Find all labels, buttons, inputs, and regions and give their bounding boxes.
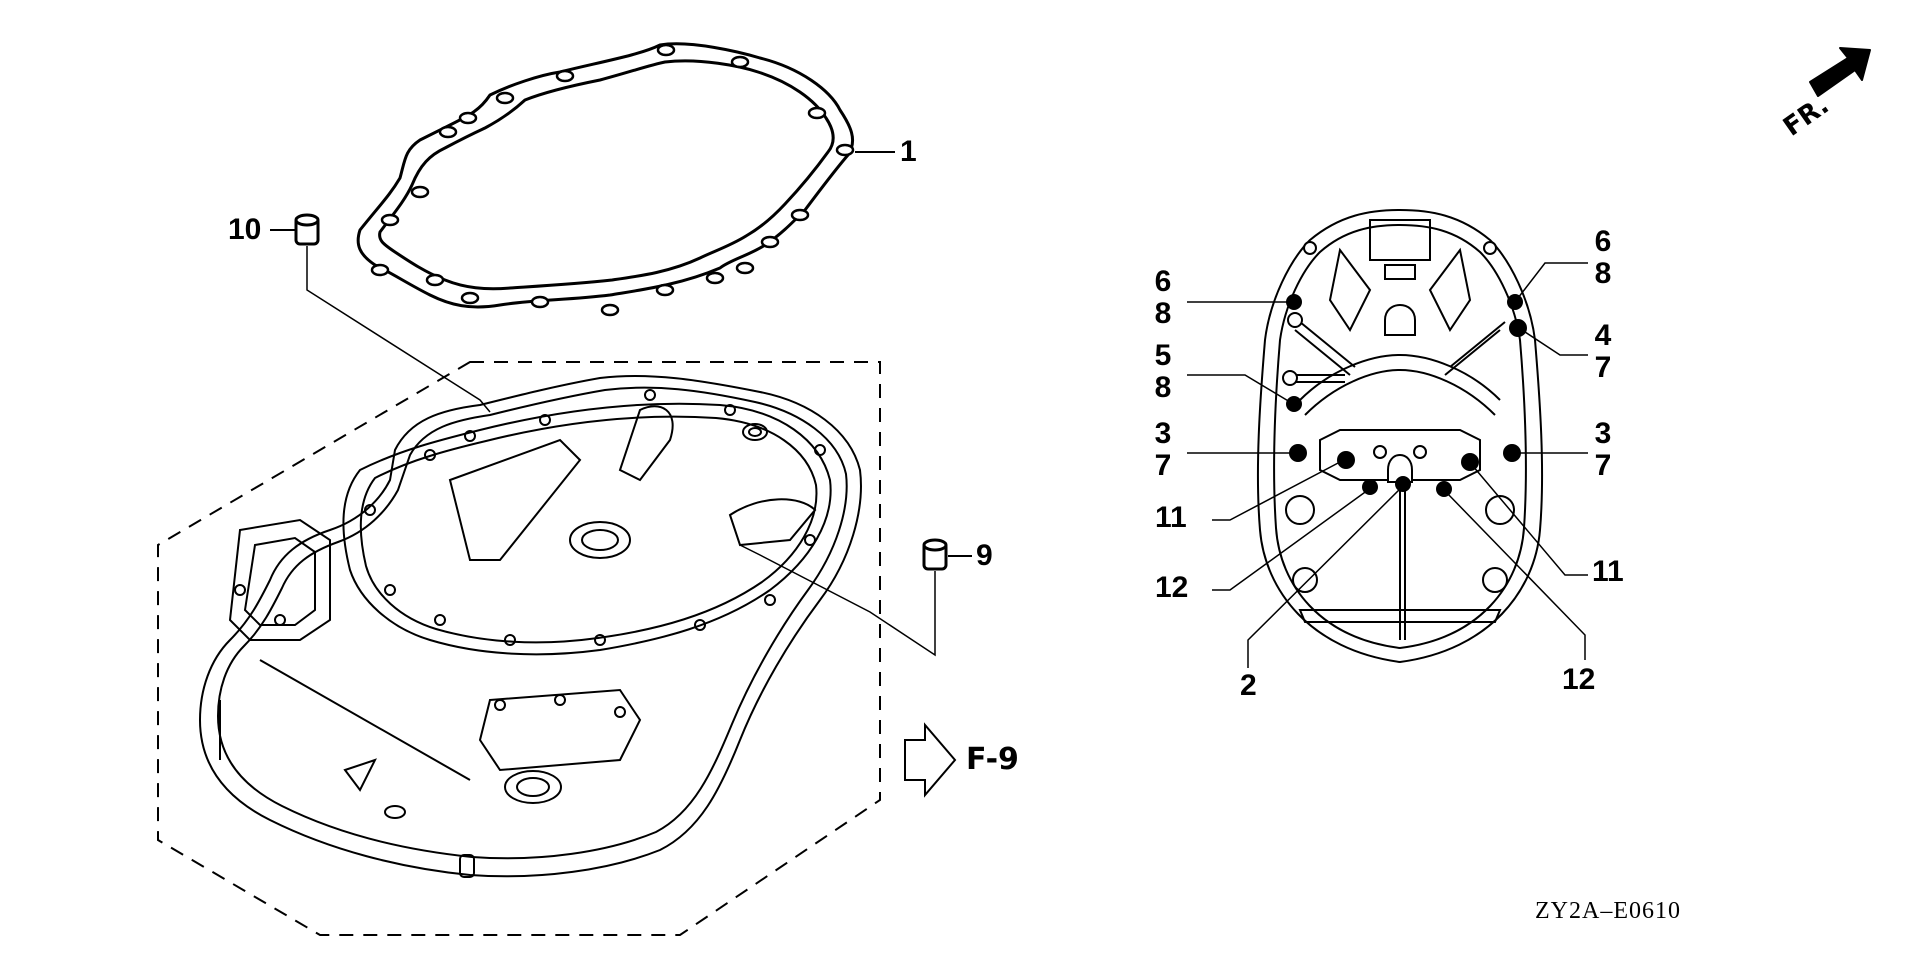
fastener-dot xyxy=(1509,319,1527,337)
fastener-dot xyxy=(1289,444,1307,462)
callout-group-3-7-right: 3 7 xyxy=(1583,418,1623,482)
callout-label: 7 xyxy=(1594,449,1612,482)
callout-label: 8 xyxy=(1154,371,1172,404)
dowel-pin-10 xyxy=(294,213,320,246)
leader-line-10-to-case xyxy=(306,246,491,413)
callout-label: 3 xyxy=(1154,417,1172,450)
callout-12-bottom: 12 xyxy=(1562,663,1596,696)
reference-label: F-9 xyxy=(966,742,1019,777)
callout-label: 6 xyxy=(1154,265,1172,298)
callout-label: 7 xyxy=(1594,351,1612,384)
fastener-dot xyxy=(1503,444,1521,462)
gasket-part xyxy=(356,42,855,317)
oil-case-part xyxy=(198,374,862,878)
callout-1: 1 xyxy=(900,135,917,168)
front-direction-arrow-icon xyxy=(1809,47,1871,97)
assembly-boundary-dashed xyxy=(157,361,881,936)
callout-11-left: 11 xyxy=(1155,501,1187,534)
callout-label: 7 xyxy=(1154,449,1172,482)
callout-group-5-8-left: 5 8 xyxy=(1143,340,1183,404)
callout-label: 5 xyxy=(1154,339,1172,372)
callout-label: 6 xyxy=(1594,225,1612,258)
callout-label: 8 xyxy=(1154,297,1172,330)
callout-label: 4 xyxy=(1594,319,1612,352)
oil-case-top-view xyxy=(1256,208,1544,664)
callout-9: 9 xyxy=(976,539,993,572)
callout-group-6-8-left: 6 8 xyxy=(1143,266,1183,330)
callout-10: 10 xyxy=(228,213,262,246)
callout-group-3-7-left: 3 7 xyxy=(1143,418,1183,482)
fastener-dot xyxy=(1461,453,1479,471)
callout-label: 3 xyxy=(1594,417,1612,450)
drawing-code: ZY2A–E0610 xyxy=(1535,898,1681,924)
fastener-dot xyxy=(1395,476,1411,492)
callout-label: 8 xyxy=(1594,257,1612,290)
leader-lines-right-view xyxy=(1187,262,1588,668)
reference-arrow-icon xyxy=(904,722,957,798)
fastener-dot xyxy=(1337,451,1355,469)
fastener-dot xyxy=(1507,294,1523,310)
callout-2: 2 xyxy=(1240,669,1257,702)
fastener-dot xyxy=(1286,396,1302,412)
callout-group-6-8-right: 6 8 xyxy=(1583,226,1623,290)
fastener-dot xyxy=(1286,294,1302,310)
callout-11-right: 11 xyxy=(1592,555,1624,588)
dowel-pin-9 xyxy=(922,538,948,571)
callout-12-left: 12 xyxy=(1155,571,1189,604)
fastener-dot xyxy=(1436,481,1452,497)
callout-group-4-7-right: 4 7 xyxy=(1583,320,1623,384)
leader-line-9-to-case xyxy=(739,544,936,657)
